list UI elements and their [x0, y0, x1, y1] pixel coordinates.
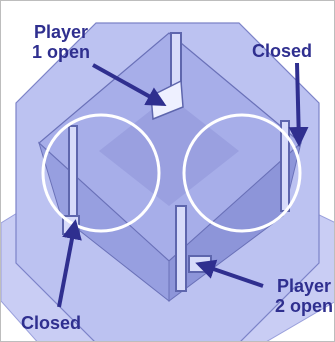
label-player1-line1: Player — [33, 22, 89, 42]
arrow-closed-top-right — [288, 62, 309, 147]
player1-flap — [150, 79, 184, 121]
label-player2-open: Player 2 open — [259, 276, 334, 316]
arrow-player2 — [195, 259, 264, 288]
label-player2-line2: 2 open — [274, 296, 333, 316]
arrow-player1 — [92, 63, 167, 106]
highlight-circle-left — [41, 113, 161, 233]
label-player1-line2: 1 open — [31, 42, 90, 62]
label-player1-open: Player 1 open — [20, 22, 102, 62]
label-closed-top-right: Closed — [252, 41, 313, 61]
label-closed-bottom-left: Closed — [21, 313, 82, 333]
highlight-circle-right — [182, 113, 302, 233]
label-player2-line1: Player — [276, 276, 332, 296]
arrow-closed-bottom-left — [57, 219, 82, 308]
